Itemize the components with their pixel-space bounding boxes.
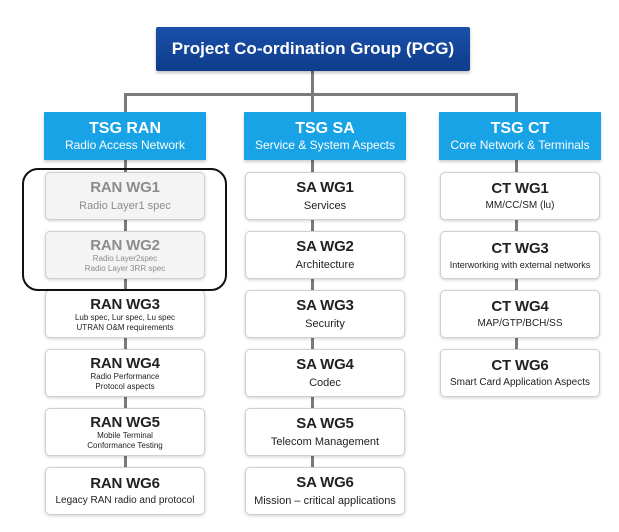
ct-wg1-desc: MM/CC/SM (lu): [485, 200, 555, 211]
highlight-outline: [22, 168, 227, 291]
tsg-sa-subtitle: Service & System Aspects: [254, 138, 396, 152]
sa-wg3-box: SA WG3 Security: [245, 290, 405, 338]
ct-wg6-desc: Smart Card Application Aspects: [449, 377, 591, 388]
ran-wg1-box: RAN WG1 Radio Layer1 spec: [45, 172, 205, 220]
ct-wg6-title: CT WG6: [491, 357, 549, 374]
sa-wg4-title: SA WG4: [296, 356, 354, 373]
sa-wg2-title: SA WG2: [296, 238, 354, 255]
ran-wg1-title: RAN WG1: [90, 179, 160, 196]
sa-wg5-desc: Telecom Management: [270, 436, 380, 448]
ran-wg2-box: RAN WG2 Radio Layer2spec Radio Layer 3RR…: [45, 231, 205, 279]
ct-wg1-title: CT WG1: [491, 180, 549, 197]
tsg-ct-title: TSG CT: [490, 120, 550, 137]
ct-wg3-desc: Interworking with external networks: [449, 260, 591, 270]
ran-wg3-box: RAN WG3 Lub spec, Lur spec, Lu spec UTRA…: [45, 290, 205, 338]
ran-wg5-desc-2: Conformance Testing: [87, 440, 163, 450]
sa-wg2-desc: Architecture: [295, 259, 355, 271]
ran-wg6-box: RAN WG6 Legacy RAN radio and protocol: [45, 467, 205, 515]
ran-wg2-title: RAN WG2: [90, 236, 160, 254]
ct-wg3-box: CT WG3 Interworking with external networ…: [440, 231, 600, 279]
tsg-ran-subtitle: Radio Access Network: [64, 138, 186, 152]
sa-wg1-desc: Services: [303, 200, 347, 212]
ran-wg5-desc-1: Mobile Terminal: [97, 430, 153, 440]
ct-wg3-title: CT WG3: [491, 240, 549, 257]
tsg-sa-box: TSG SA Service & System Aspects: [244, 112, 406, 160]
sa-wg6-desc: Mission – critical applications: [254, 495, 396, 507]
sa-wg4-box: SA WG4 Codec: [245, 349, 405, 397]
ran-wg5-title: RAN WG5: [90, 413, 160, 431]
ct-wg4-desc: MAP/GTP/BCH/SS: [477, 318, 563, 329]
pcg-label: Project Co-ordination Group (PCG): [171, 39, 455, 58]
sa-wg4-desc: Codec: [309, 377, 341, 389]
ran-drop: [124, 93, 127, 113]
sa-wg5-box: SA WG5 Telecom Management: [245, 408, 405, 456]
tsg-ct-subtitle: Core Network & Terminals: [450, 138, 590, 152]
ran-wg3-title: RAN WG3: [90, 295, 160, 313]
sa-wg3-title: SA WG3: [296, 297, 354, 314]
ran-wg5-box: RAN WG5 Mobile Terminal Conformance Test…: [45, 408, 205, 456]
ran-wg6-title: RAN WG6: [90, 475, 160, 492]
tsg-ran-box: TSG RAN Radio Access Network: [44, 112, 206, 160]
sa-wg2-box: SA WG2 Architecture: [245, 231, 405, 279]
tsg-ct-box: TSG CT Core Network & Terminals: [439, 112, 601, 160]
sa-wg1-box: SA WG1 Services: [245, 172, 405, 220]
ran-wg4-desc-1: Radio Performance: [90, 371, 160, 381]
tsg-bus: [124, 93, 517, 96]
sa-wg5-title: SA WG5: [296, 415, 354, 432]
pcg-box: Project Co-ordination Group (PCG): [156, 27, 470, 71]
ran-wg4-desc-2: Protocol aspects: [95, 381, 155, 391]
ran-wg1-desc: Radio Layer1 spec: [79, 200, 171, 212]
sa-drop: [311, 93, 314, 113]
ran-wg6-desc: Legacy RAN radio and protocol: [55, 495, 195, 506]
ran-wg2-desc-2: Radio Layer 3RR spec: [84, 263, 166, 273]
sa-wg3-desc: Security: [305, 318, 345, 330]
tsg-sa-title: TSG SA: [295, 120, 355, 137]
ran-wg4-title: RAN WG4: [90, 354, 160, 372]
sa-wg1-title: SA WG1: [296, 179, 354, 196]
pcg-stem: [311, 71, 314, 94]
ct-wg4-box: CT WG4 MAP/GTP/BCH/SS: [440, 290, 600, 338]
ct-wg1-box: CT WG1 MM/CC/SM (lu): [440, 172, 600, 220]
ran-wg2-desc-1: Radio Layer2spec: [92, 253, 158, 263]
ran-wg4-box: RAN WG4 Radio Performance Protocol aspec…: [45, 349, 205, 397]
ct-drop: [515, 93, 518, 113]
ct-wg4-title: CT WG4: [491, 298, 549, 315]
ran-wg3-desc-2: UTRAN O&M requirements: [76, 322, 174, 332]
ct-wg6-box: CT WG6 Smart Card Application Aspects: [440, 349, 600, 397]
tsg-ran-title: TSG RAN: [89, 120, 161, 137]
sa-wg6-box: SA WG6 Mission – critical applications: [245, 467, 405, 515]
ran-wg3-desc-1: Lub spec, Lur spec, Lu spec: [74, 312, 176, 322]
sa-wg6-title: SA WG6: [296, 474, 354, 491]
